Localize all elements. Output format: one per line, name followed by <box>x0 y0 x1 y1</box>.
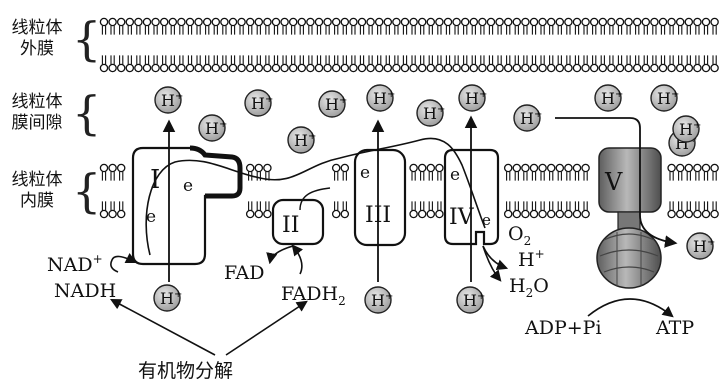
inner-membrane-label: 线粒体 内膜 <box>6 170 68 212</box>
source-label: 有机物分解 <box>138 356 233 383</box>
svg-text:H+: H+ <box>657 89 679 108</box>
svg-text:H+: H+ <box>251 94 273 113</box>
svg-text:H+: H+ <box>465 89 487 108</box>
proton-ion: H+ <box>154 285 182 311</box>
svg-text:H+: H+ <box>371 291 393 310</box>
nad-plus-label: NAD+ <box>47 252 103 276</box>
atp-label: ATP <box>655 317 694 339</box>
svg-text:H+: H+ <box>160 289 182 308</box>
complex-i: I e e <box>133 148 240 264</box>
intermembrane-space-brace: { <box>72 90 101 136</box>
svg-text:H+: H+ <box>325 95 347 114</box>
proton-ion: H+ <box>459 85 487 111</box>
adp-pi-label: ADP+Pi <box>524 317 602 339</box>
proton-ion: H+ <box>514 105 542 131</box>
proton-ion: H+ <box>367 85 395 111</box>
svg-text:H+: H+ <box>294 131 316 150</box>
electron-label: e <box>482 211 491 229</box>
complex-ii: II <box>273 200 323 244</box>
proton-ion: H+ <box>595 85 623 111</box>
outer-membrane <box>100 18 718 71</box>
intermembrane-space-label: 线粒体 膜间隙 <box>6 92 68 134</box>
proton-ion: H+ <box>687 233 715 259</box>
proton-ion: H+ <box>155 87 183 113</box>
proton-ion: H+ <box>417 100 445 126</box>
outer-membrane-label: 线粒体 外膜 <box>6 18 68 60</box>
proton-ion: H+ <box>199 115 227 141</box>
svg-text:H+: H+ <box>373 89 395 108</box>
svg-text:H+: H+ <box>161 91 183 110</box>
proton-ion: H+ <box>651 85 679 111</box>
svg-text:H+: H+ <box>205 119 227 138</box>
complex-iii: III e <box>355 150 405 245</box>
water-label: H2O <box>509 275 549 300</box>
fadh2-label: FADH2 <box>281 283 346 308</box>
electron-label: e <box>360 163 370 183</box>
proton-ion: H+ <box>288 127 316 153</box>
proton-ion: H+ <box>457 287 485 313</box>
o2-label: O2 <box>508 223 531 248</box>
proton-ion: H+ <box>245 90 273 116</box>
inner-membrane-brace: { <box>72 168 101 214</box>
svg-text:H+: H+ <box>679 120 701 139</box>
svg-text:H+: H+ <box>423 104 445 123</box>
h-plus-product-label: H+ <box>518 247 545 271</box>
outer-membrane-brace: { <box>72 16 101 62</box>
svg-text:H+: H+ <box>693 237 715 256</box>
proton-ion: H+ <box>319 91 347 117</box>
fad-label: FAD <box>224 262 265 284</box>
outer-membrane-label-text: 线粒体 外膜 <box>6 18 68 60</box>
electron-label: e <box>450 165 460 185</box>
intermembrane-space-label-text: 线粒体 膜间隙 <box>6 92 68 134</box>
svg-text:H+: H+ <box>520 109 542 128</box>
electron-label: e <box>183 176 193 196</box>
svg-text:H+: H+ <box>601 89 623 108</box>
atp-synthase: V <box>597 148 661 288</box>
complex-ii-label: II <box>282 213 299 238</box>
inner-membrane-label-text: 线粒体 内膜 <box>6 170 68 212</box>
nadh-label: NADH <box>54 280 116 302</box>
proton-ion: H+ <box>365 287 393 313</box>
complex-v-label: V <box>604 168 623 196</box>
svg-text:H+: H+ <box>463 291 485 310</box>
